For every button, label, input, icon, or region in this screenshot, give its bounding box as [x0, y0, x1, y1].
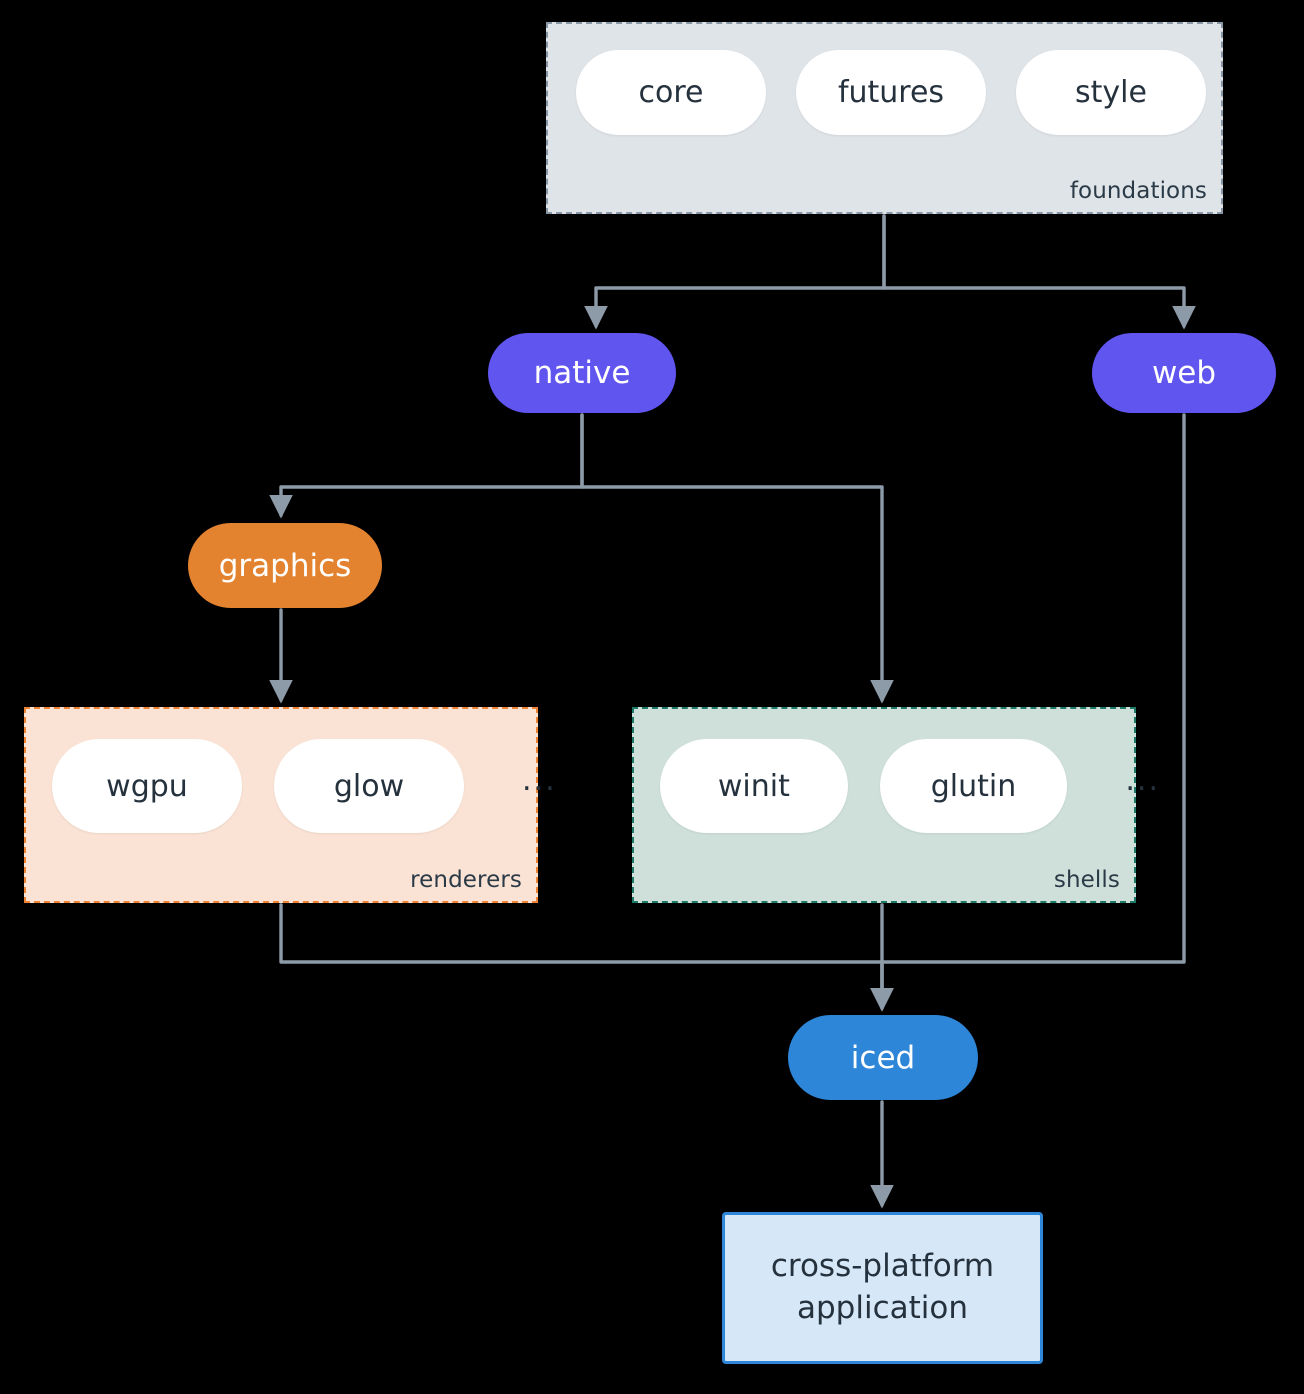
shells-item-row: winit glutin ... — [634, 739, 1160, 833]
pill-style[interactable]: style — [1016, 50, 1206, 135]
group-label-foundations: foundations — [1069, 178, 1207, 204]
edge-native-graphics — [269, 413, 584, 519]
group-label-shells: shells — [1053, 867, 1120, 893]
pill-core[interactable]: core — [576, 50, 766, 135]
edge-foundations-web — [882, 214, 1196, 330]
pill-futures[interactable]: futures — [796, 50, 986, 135]
pill-glutin[interactable]: glutin — [879, 739, 1068, 833]
renderers-item-row: wgpu glow ... — [26, 739, 562, 833]
edge-native-shells — [580, 413, 894, 704]
node-web[interactable]: web — [1092, 333, 1276, 413]
group-renderers: wgpu glow ... renderers — [24, 707, 555, 903]
group-foundations: core futures style foundations — [546, 22, 1223, 214]
group-label-renderers: renderers — [410, 867, 522, 893]
app-label-line1: cross-platform — [770, 1248, 995, 1285]
group-shells: winit glutin ... shells — [632, 707, 1158, 903]
node-graphics[interactable]: graphics — [188, 523, 382, 608]
pill-winit[interactable]: winit — [660, 739, 848, 833]
shells-ellipsis: ... — [1125, 763, 1160, 798]
pill-wgpu[interactable]: wgpu — [52, 739, 242, 833]
pill-glow[interactable]: glow — [274, 739, 464, 833]
edge-renderers-iced — [279, 903, 894, 1012]
node-iced[interactable]: iced — [788, 1015, 978, 1100]
node-cross-platform-application[interactable]: cross-platform application — [722, 1212, 1043, 1364]
app-label-line2: application — [797, 1290, 968, 1326]
edge-foundations-native — [584, 214, 886, 330]
foundations-item-row: core futures style — [548, 50, 1249, 135]
node-native[interactable]: native — [488, 333, 676, 413]
renderers-ellipsis: ... — [522, 763, 557, 798]
